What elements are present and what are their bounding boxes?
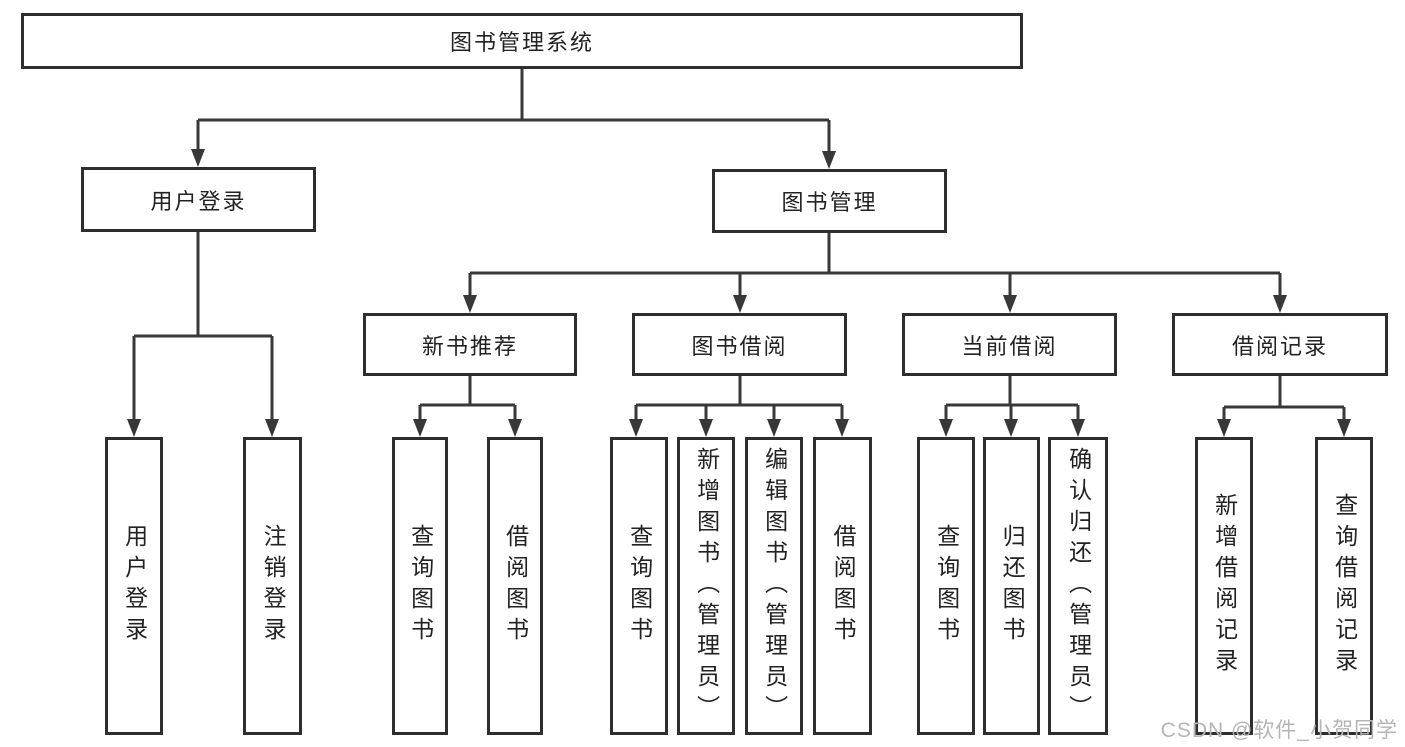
node-borrowing-records: 借阅记录 — [1172, 313, 1388, 376]
node-user-login-label: 用户登录 — [150, 188, 247, 214]
leaf-nbr-borrow-books: 借阅图书 — [487, 437, 543, 735]
leaf-br-add-record: 新增借阅记录 — [1195, 437, 1253, 735]
leaf-br-query-record: 查询借阅记录 — [1315, 437, 1373, 735]
node-root: 图书管理系统 — [21, 13, 1023, 69]
leaf-cb-confirm-return-admin: 确认归还（管理员） — [1048, 437, 1108, 735]
node-new-book-recommend-label: 新书推荐 — [421, 333, 518, 359]
node-book-management-label: 图书管理 — [781, 190, 878, 215]
leaf-bb-borrow-books: 借阅图书 — [813, 437, 872, 735]
node-user-login: 用户登录 — [81, 167, 316, 232]
node-book-borrowing-label: 图书借阅 — [691, 333, 788, 359]
node-borrowing-records-label: 借阅记录 — [1231, 333, 1328, 359]
leaf-cb-query-books: 查询图书 — [917, 437, 975, 735]
leaf-bb-query-books: 查询图书 — [610, 437, 668, 735]
node-book-management: 图书管理 — [712, 169, 947, 233]
leaf-logout: 注销登录 — [243, 437, 302, 735]
leaf-nbr-query-books: 查询图书 — [392, 437, 448, 735]
node-root-label: 图书管理系统 — [449, 30, 594, 55]
node-current-borrowing-label: 当前借阅 — [961, 333, 1058, 359]
node-book-borrowing: 图书借阅 — [632, 313, 847, 376]
leaf-bb-edit-books-admin: 编辑图书（管理员） — [745, 437, 803, 735]
node-current-borrowing: 当前借阅 — [902, 313, 1117, 376]
leaf-bb-add-books-admin: 新增图书（管理员） — [677, 437, 735, 735]
csdn-watermark: CSDN @软件_小贺同学 — [1160, 719, 1398, 742]
leaf-cb-return-books: 归还图书 — [983, 437, 1040, 735]
node-new-book-recommend: 新书推荐 — [363, 313, 577, 376]
leaf-user-login: 用户登录 — [105, 437, 163, 735]
